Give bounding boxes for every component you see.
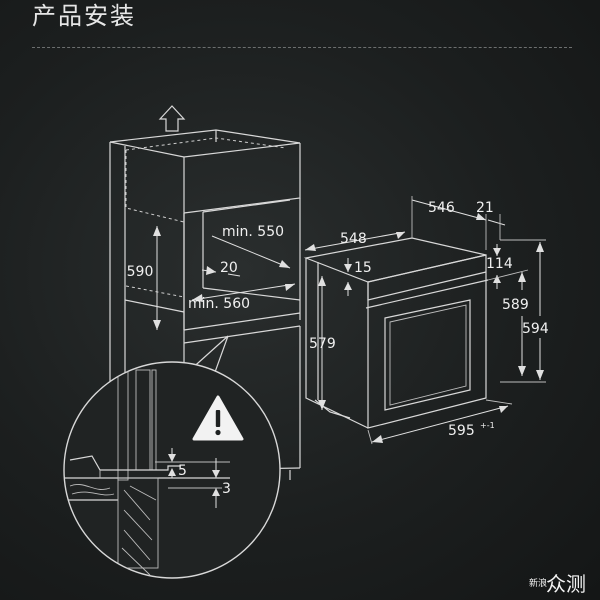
label-3: 3 — [222, 481, 231, 497]
up-arrow-icon — [158, 105, 186, 132]
dim-579: 579 — [309, 276, 336, 410]
label-5: 5 — [178, 463, 187, 479]
dim-3: 3 — [168, 458, 231, 508]
dim-590: 590 — [127, 226, 161, 330]
watermark: 新浪 众测 — [529, 572, 586, 596]
watermark-big: 众测 — [546, 572, 586, 596]
label-min-550: min. 550 — [222, 224, 284, 240]
dim-15: 15 — [344, 258, 372, 296]
dim-21: 21 — [476, 200, 506, 240]
label-594: 594 — [522, 321, 549, 337]
title-divider — [32, 47, 572, 48]
dim-548: 548 — [304, 231, 406, 251]
label-595-tolerance: +-1 — [480, 421, 495, 430]
dim-min-550: min. 550 — [211, 224, 291, 269]
dim-546: 546 — [411, 196, 487, 250]
label-546: 546 — [428, 200, 455, 216]
dim-114: 114 — [486, 244, 513, 289]
label-min-560: min. 560 — [188, 296, 250, 312]
dim-min-560: min. 560 — [188, 283, 296, 312]
label-595: 595 — [448, 423, 475, 439]
dim-594: 594 — [500, 239, 549, 383]
dim-589: 589 — [487, 269, 529, 376]
dim-20: 20 — [201, 260, 241, 277]
watermark-small: 新浪 — [529, 577, 547, 589]
label-21: 21 — [476, 200, 494, 216]
label-579: 579 — [309, 336, 336, 352]
label-548: 548 — [340, 231, 367, 247]
label-590: 590 — [127, 264, 154, 280]
dim-595: 595 +-1 — [367, 399, 513, 445]
page-title: 产品安装 — [32, 2, 136, 30]
label-15: 15 — [354, 260, 372, 276]
warning-triangle-icon — [192, 395, 244, 441]
dim-5: 5 — [168, 448, 187, 479]
callout-pointer — [187, 335, 229, 387]
oven — [303, 237, 489, 429]
label-114: 114 — [486, 256, 513, 272]
label-20: 20 — [220, 260, 238, 276]
label-589: 589 — [502, 297, 529, 313]
